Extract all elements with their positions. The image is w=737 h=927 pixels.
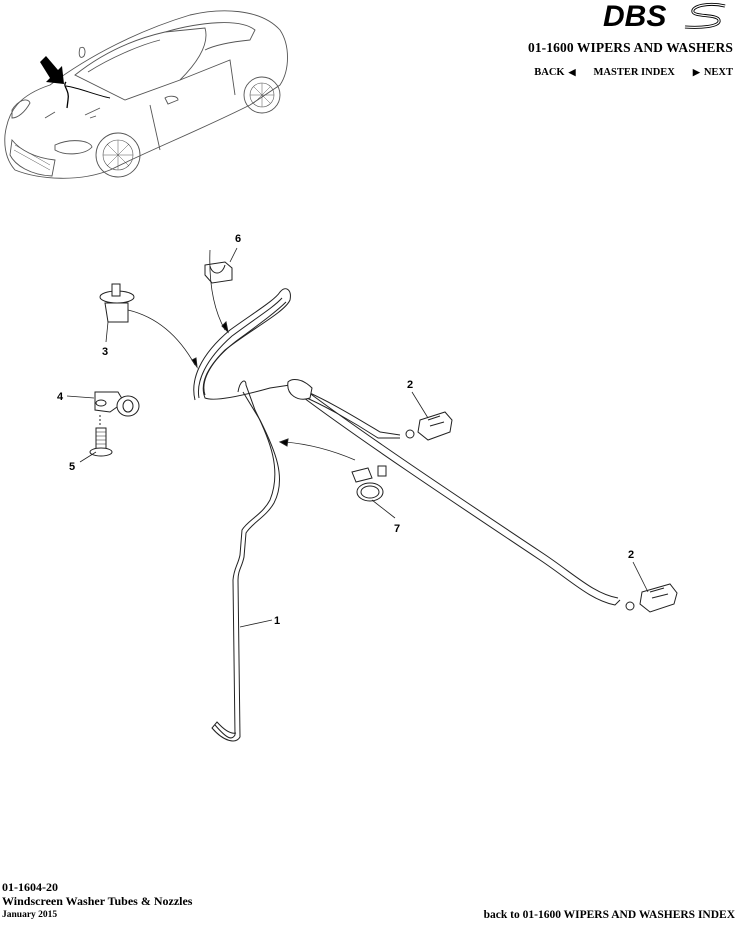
callout-4: 4 xyxy=(57,391,64,403)
tube-clip-6 xyxy=(204,249,233,334)
nozzle-2-lower xyxy=(625,583,678,613)
pointer-arrow-icon xyxy=(40,56,64,84)
callout-6: 6 xyxy=(235,233,241,245)
callout-1: 1 xyxy=(274,615,280,627)
master-index-link[interactable]: MASTER INDEX xyxy=(593,67,675,78)
back-link[interactable]: BACK xyxy=(534,67,565,78)
dbs-logo-icon: DBS xyxy=(603,0,726,33)
push-clip-3 xyxy=(99,283,198,369)
callout-2-upper: 2 xyxy=(407,379,413,391)
page-title: Windscreen Washer Tubes & Nozzles xyxy=(2,894,193,908)
callout-7: 7 xyxy=(394,523,400,535)
section-title: 01-1600 WIPERS AND WASHERS xyxy=(527,40,733,55)
nozzle-2-upper xyxy=(405,411,453,441)
car-locator-image xyxy=(0,0,300,195)
callout-3: 3 xyxy=(102,346,108,358)
callout-2-lower: 2 xyxy=(628,549,634,561)
back-to-index-link[interactable]: back to 01-1600 WIPERS AND WASHERS INDEX xyxy=(483,909,735,921)
svg-text:DBS: DBS xyxy=(603,0,666,30)
next-link[interactable]: NEXT xyxy=(703,67,733,78)
dbs-logo: DBS xyxy=(603,0,733,33)
nav-bar: BACK ◀ MASTER INDEX ▶ NEXT xyxy=(534,67,733,78)
screw-5 xyxy=(89,427,113,457)
callout-5: 5 xyxy=(69,461,75,473)
triangle-left-icon[interactable]: ◀ xyxy=(568,67,576,77)
parts-diagram: 1 2 2 3 4 5 6 7 xyxy=(0,200,737,760)
hose-clamp-7 xyxy=(278,438,387,502)
washer-tube-1 xyxy=(193,288,621,742)
triangle-right-icon[interactable]: ▶ xyxy=(692,67,700,77)
publish-date: January 2015 xyxy=(2,910,58,920)
p-clip-4 xyxy=(94,391,140,425)
page-code: 01-1604-20 xyxy=(2,880,58,894)
